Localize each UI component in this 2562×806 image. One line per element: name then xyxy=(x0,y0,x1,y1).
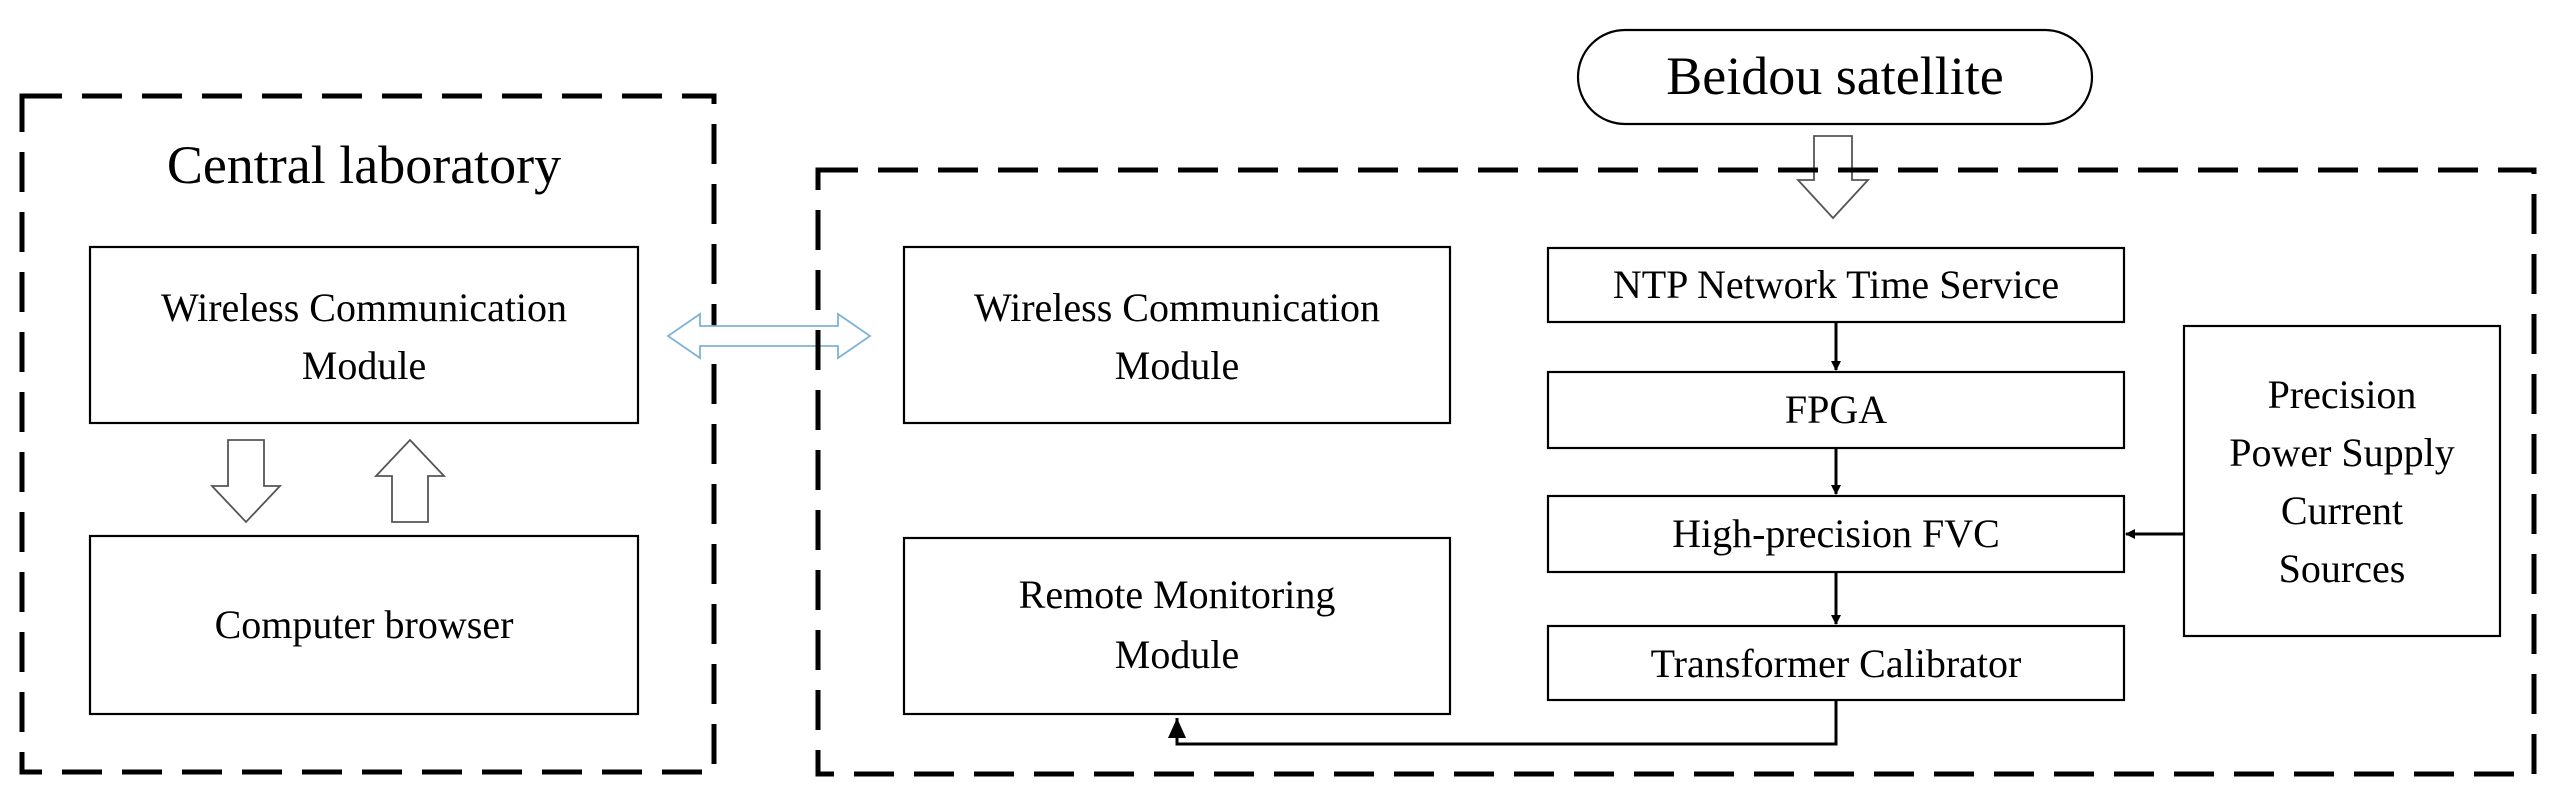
satellite-label: Beidou satellite xyxy=(1666,46,2003,106)
beidou-satellite: Beidou satellite xyxy=(1576,28,2094,126)
calibrator-label: Transformer Calibrator xyxy=(1651,641,2022,686)
central-wireless-module: Wireless Communication Module xyxy=(88,245,640,425)
field-wireless-label-line2: Module xyxy=(1115,343,1239,388)
power-supply-line1: Precision xyxy=(2268,372,2417,417)
ntp-label: NTP Network Time Service xyxy=(1613,262,2059,307)
computer-browser-label: Computer browser xyxy=(215,602,514,647)
wireless-link-arrow xyxy=(666,312,872,360)
field-wireless-label-line1: Wireless Communication xyxy=(974,285,1380,330)
power-supply-line3: Current xyxy=(2281,488,2403,533)
central-wireless-label-line2: Module xyxy=(302,343,426,388)
fpga-box: FPGA xyxy=(1546,370,2126,450)
remote-monitoring-label-line2: Module xyxy=(1115,632,1239,677)
power-supply-box: Precision Power Supply Current Sources xyxy=(2182,324,2502,638)
central-lab-title: Central laboratory xyxy=(167,135,561,195)
fvc-box: High-precision FVC xyxy=(1546,494,2126,574)
field-station-container xyxy=(815,167,2537,777)
remote-monitoring-module: Remote Monitoring Module xyxy=(902,536,1452,716)
down-hollow-arrow xyxy=(209,439,283,524)
fvc-label: High-precision FVC xyxy=(1672,511,2000,556)
power-supply-line4: Sources xyxy=(2279,546,2406,591)
field-wireless-module: Wireless Communication Module xyxy=(902,245,1452,425)
remote-monitoring-label-line1: Remote Monitoring xyxy=(1019,572,1336,617)
up-hollow-arrow xyxy=(373,438,447,523)
central-lab-container xyxy=(19,93,717,775)
calibrator-to-monitoring-arrow xyxy=(1168,700,1838,746)
satellite-downlink-arrow xyxy=(1795,135,1871,220)
central-wireless-label-line1: Wireless Communication xyxy=(161,285,567,330)
computer-browser-box: Computer browser xyxy=(88,534,640,716)
power-supply-line2: Power Supply xyxy=(2229,430,2455,475)
ntp-box: NTP Network Time Service xyxy=(1546,246,2126,324)
fpga-label: FPGA xyxy=(1785,387,1887,432)
calibrator-box: Transformer Calibrator xyxy=(1546,624,2126,702)
